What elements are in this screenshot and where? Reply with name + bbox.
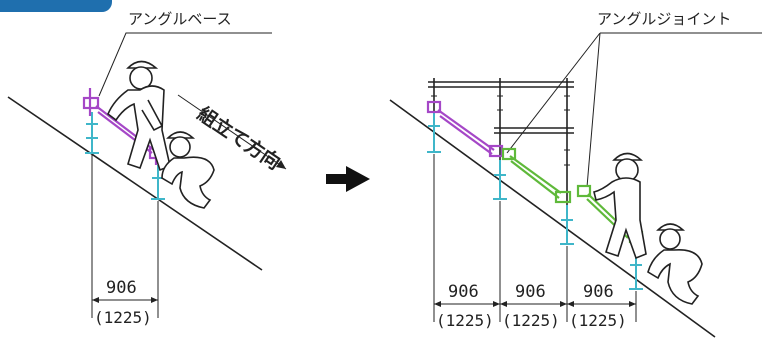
- worker-standing-left: [107, 60, 171, 172]
- left-slope-line: [7, 96, 263, 271]
- direction-arrow-line: [177, 94, 287, 170]
- transition-arrow: [326, 166, 370, 192]
- worker-crouching-left: [161, 131, 215, 209]
- right-panel: アングルジョイント: [389, 10, 762, 338]
- angle-joint-label: アングルジョイント: [597, 10, 731, 28]
- right-dim-3-span: 906: [583, 282, 614, 302]
- right-jack-base-1: [427, 112, 441, 153]
- left-dimension: 906 (1225): [91, 155, 159, 327]
- scaffold-frame: [428, 78, 574, 210]
- corner-tab: [0, 0, 112, 12]
- right-dim-3-span-alt: (1225): [569, 311, 627, 330]
- right-dim-2-span: 906: [515, 282, 546, 302]
- angle-base-installed: [426, 100, 504, 158]
- right-dim-1-span-alt: (1225): [436, 311, 494, 330]
- angle-base-label: アングルベース: [128, 10, 232, 28]
- right-dim-1-span: 906: [448, 282, 479, 302]
- right-dimensions: 906 (1225) 906 (1225) 906 (1225): [433, 154, 637, 330]
- angle-joint-leader-2: [586, 32, 601, 188]
- direction-arrow-head: [276, 160, 286, 169]
- angle-joint-leader-1: [506, 32, 601, 154]
- left-dim-span: 906: [106, 278, 137, 298]
- right-slope-line: [389, 99, 716, 338]
- worker-standing-right: [593, 152, 647, 260]
- angle-base-leader: [98, 32, 272, 97]
- worker-crouching-right: [647, 223, 703, 305]
- right-dim-2-span-alt: (1225): [502, 311, 560, 330]
- right-jack-base-3: [560, 205, 574, 245]
- left-jack-base-1: [85, 112, 99, 154]
- right-jack-base-2: [493, 160, 507, 200]
- left-panel: アングルベース 組立て方向: [7, 10, 287, 327]
- left-dim-span-alt: (1225): [94, 308, 152, 327]
